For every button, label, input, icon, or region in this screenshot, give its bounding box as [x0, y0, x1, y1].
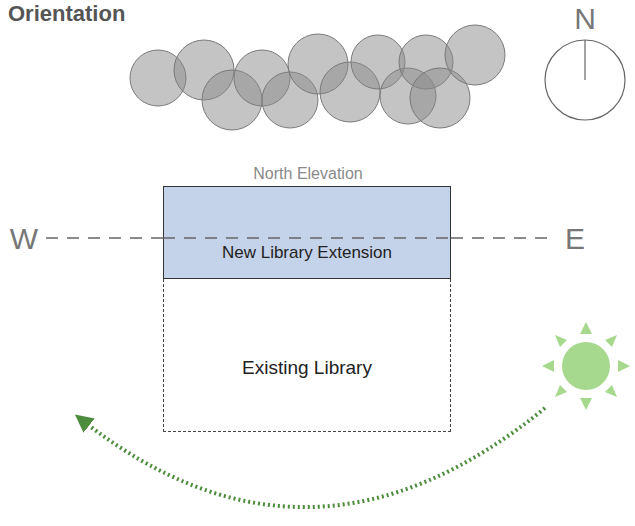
extension-box: New Library Extension: [163, 186, 451, 279]
elevation-label: North Elevation: [253, 165, 362, 183]
box-label: New Library Extension: [164, 243, 450, 263]
sun-symbol: [542, 322, 630, 410]
compass-letter: N: [574, 2, 596, 35]
compass-letter: E: [565, 222, 585, 255]
north-compass: [545, 40, 625, 120]
diagram-title: Orientation: [8, 1, 125, 27]
tree-row: [130, 25, 505, 130]
box-label: Existing Library: [164, 357, 450, 379]
existing-box: Existing Library: [163, 279, 451, 432]
axis-through-box: [163, 186, 451, 279]
sun-path-arc: [82, 408, 545, 507]
compass-letter: W: [10, 222, 38, 255]
